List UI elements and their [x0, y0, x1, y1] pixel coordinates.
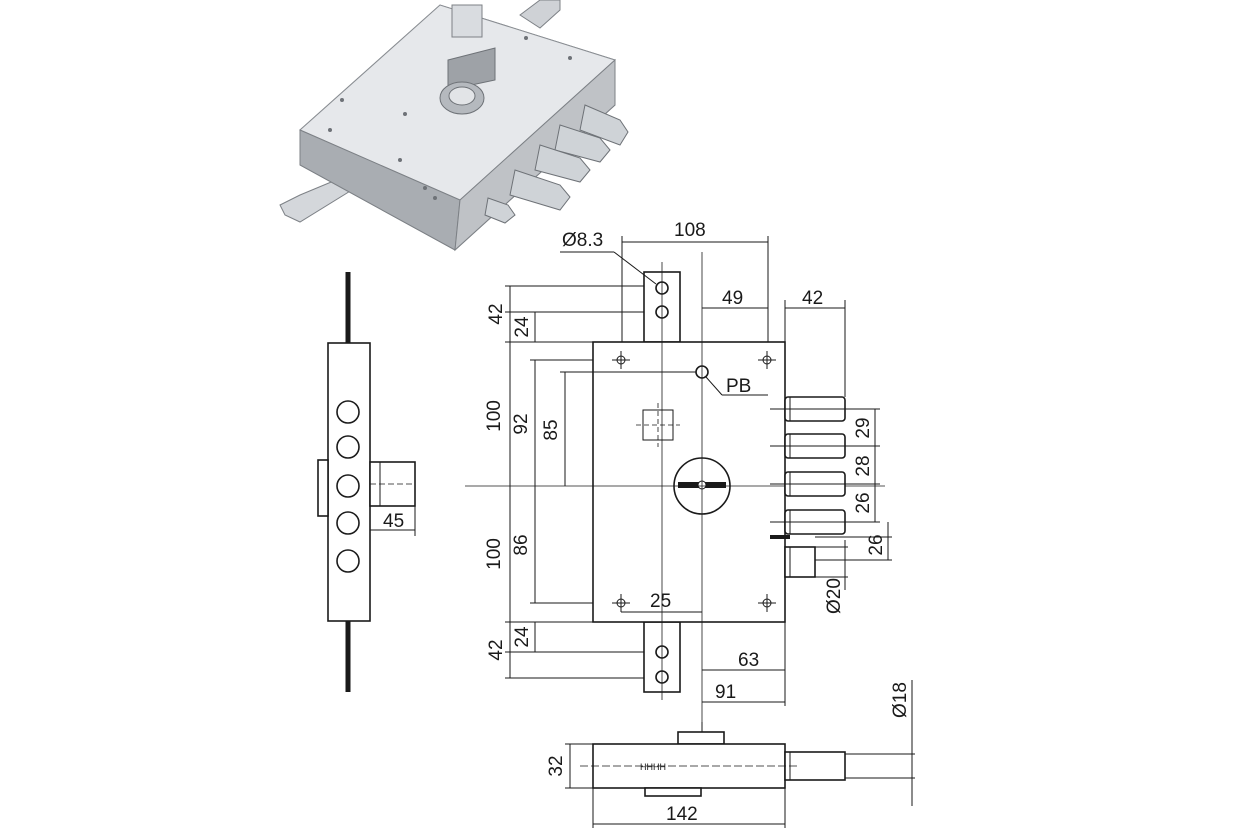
dim-24-top: 24 — [512, 316, 533, 338]
dim-28: 28 — [853, 455, 874, 476]
side-view: 45 — [317, 272, 416, 692]
dim-63: 63 — [738, 650, 759, 671]
dim-92: 92 — [511, 413, 532, 434]
dim-91: 91 — [715, 682, 736, 703]
dim-100-upper: 100 — [484, 400, 505, 432]
dim-49: 49 — [722, 288, 743, 309]
dim-42-right: 42 — [802, 288, 823, 309]
dim-bolt-diameter: Ø18 — [890, 682, 911, 718]
dim-26-b: 26 — [866, 534, 887, 555]
bottom-view: HHHH 32 142 Ø18 — [546, 680, 915, 828]
side-projection-label: 45 — [383, 511, 404, 532]
dim-32: 32 — [546, 755, 567, 776]
front-view: PB — [465, 220, 892, 740]
dim-hole-diameter: Ø8.3 — [562, 230, 603, 251]
lock-photo-icon — [279, 0, 629, 252]
dim-24-bottom: 24 — [512, 626, 533, 648]
dim-29: 29 — [853, 417, 874, 438]
bottom-marking: HHHH — [640, 762, 666, 772]
dim-108: 108 — [674, 220, 706, 241]
pb-label: PB — [726, 376, 751, 397]
dim-26-a: 26 — [853, 492, 874, 513]
dim-85: 85 — [541, 419, 562, 440]
dim-latch-diameter: Ø20 — [824, 578, 845, 614]
dim-42-top: 42 — [486, 303, 507, 324]
dim-25: 25 — [650, 591, 671, 612]
dim-42-bottom: 42 — [486, 639, 507, 660]
dim-100-lower: 100 — [484, 538, 505, 570]
dim-142: 142 — [666, 804, 698, 825]
dim-86: 86 — [511, 534, 532, 555]
